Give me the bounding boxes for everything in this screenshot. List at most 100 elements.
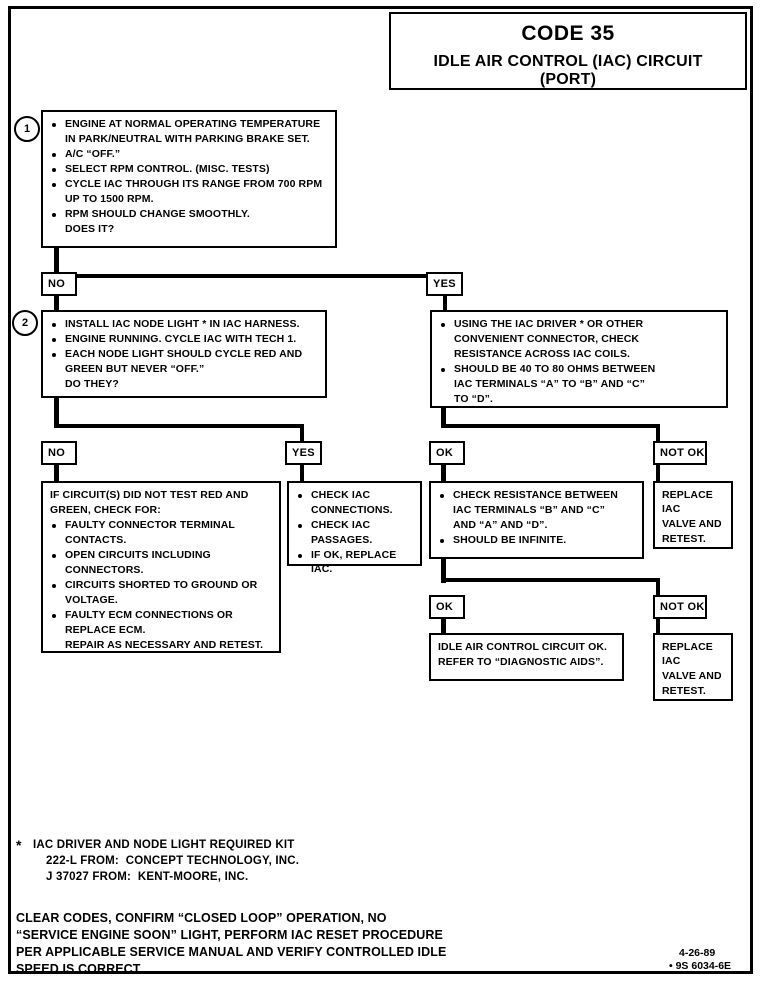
circuitfail-bullet-2-cont: CONNECTORS.: [65, 563, 144, 576]
iacdriver-bullet-1: USING THE IAC DRIVER * OR OTHER: [439, 318, 719, 332]
circuit-failure-checks-box: IF CIRCUIT(S) DID NOT TEST RED AND GREEN…: [41, 481, 281, 653]
connector-step1-horizontal: [54, 274, 447, 278]
replaceiac-bottom-line-3: RETEST.: [662, 684, 706, 697]
iacdriver-bullet-2-cont-a: IAC TERMINALS “A” TO “B” AND “C”: [454, 377, 646, 390]
page-title: CODE 35: [521, 22, 615, 45]
step1-bullet-5: RPM SHOULD CHANGE SMOOTHLY.: [50, 208, 328, 222]
idle-air-control-ok-box: IDLE AIR CONTROL CIRCUIT OK. REFER TO “D…: [429, 633, 624, 681]
replaceiac-bottom-line-2: VALVE AND: [662, 669, 722, 682]
connector-no1-to-step2: [54, 296, 59, 312]
step1-question: DOES IT?: [65, 222, 115, 235]
iacdriver-bullet-1-cont-a: CONVENIENT CONNECTOR, CHECK: [454, 332, 640, 345]
step-1-box: ENGINE AT NORMAL OPERATING TEMPERATURE I…: [41, 110, 337, 248]
replaceiac-bottom-line-1: REPLACE IAC: [662, 641, 713, 667]
checkiac-bullet-3: IF OK, REPLACE IAC.: [296, 549, 413, 577]
connector-step2-down: [54, 398, 59, 428]
step1-bullet-1-cont: IN PARK/NEUTRAL WITH PARKING BRAKE SET.: [65, 132, 310, 145]
circuitfail-tail: REPAIR AS NECESSARY AND RETEST.: [65, 638, 264, 651]
check-iac-box: CHECK IAC CONNECTIONS. CHECK IAC PASSAGE…: [287, 481, 422, 575]
circuitfail-head-1: IF CIRCUIT(S) DID NOT TEST RED AND: [50, 489, 249, 501]
connector-step2-horizontal: [54, 424, 304, 428]
checkiac-bullet-2-cont: PASSAGES.: [311, 533, 373, 546]
step-2-box: INSTALL IAC NODE LIGHT * IN IAC HARNESS.…: [41, 310, 327, 398]
connector-checkresistance-horizontal: [441, 578, 660, 582]
footer-line-2: “SERVICE ENGINE SOON” LIGHT, PERFORM IAC…: [16, 928, 443, 942]
replaceiac-top-line-3: RETEST.: [662, 532, 706, 545]
connector-step2-yes-down: [300, 424, 304, 444]
footer-line-1: CLEAR CODES, CONFIRM “CLOSED LOOP” OPERA…: [16, 911, 387, 925]
checkiac-bullet-2: CHECK IAC: [296, 519, 413, 533]
connector-iacdriver-notok-down: [656, 424, 660, 444]
connector-yes1-to-iacdriver: [443, 296, 447, 312]
connector-notok1-to-replaceiac: [656, 465, 660, 483]
footer-line-3: PER APPLICABLE SERVICE MANUAL AND VERIFY…: [16, 945, 447, 959]
iac-driver-check-box: USING THE IAC DRIVER * OR OTHER CONVENIE…: [430, 310, 728, 408]
circuitfail-bullet-4-cont: REPLACE ECM.: [65, 623, 146, 636]
document-part-number: • 9S 6034-6E: [669, 960, 732, 972]
circuitfail-bullet-4: FAULTY ECM CONNECTIONS OR: [50, 609, 272, 623]
page-subtitle-line1: IDLE AIR CONTROL (IAC) CIRCUIT: [433, 53, 703, 70]
circuitfail-head-2: GREEN, CHECK FOR:: [50, 503, 161, 516]
connector-notok2-to-replaceiac: [656, 619, 660, 635]
checkiac-bullet-1-cont: CONNECTIONS.: [311, 503, 393, 516]
footnote-star: *: [16, 837, 22, 853]
circuitfail-bullet-1: FAULTY CONNECTOR TERMINAL: [50, 519, 272, 533]
connector-iacdriver-down: [441, 408, 446, 428]
check-resistance-box: CHECK RESISTANCE BETWEEN IAC TERMINALS “…: [429, 481, 644, 559]
connector-iacdriver-horizontal: [441, 424, 660, 428]
replace-iac-valve-box-bottom: REPLACE IAC VALVE AND RETEST.: [653, 633, 733, 701]
page-border: [8, 6, 753, 974]
step2-bullet-3-cont: GREEN BUT NEVER “OFF.”: [65, 362, 205, 375]
footer-line-4: SPEED IS CORRECT.: [16, 962, 143, 976]
circuitfail-bullet-1-cont: CONTACTS.: [65, 533, 127, 546]
iacdriver-bullet-2-cont-b: TO “D”.: [454, 392, 494, 405]
decision-not-ok-1: NOT OK: [653, 441, 707, 465]
circuitok-line-2: REFER TO “DIAGNOSTIC AIDS”.: [438, 655, 604, 668]
checkiac-bullet-1: CHECK IAC: [296, 489, 413, 503]
footnote-line-2: 222-L FROM: CONCEPT TECHNOLOGY, INC.: [46, 855, 300, 867]
document-date: 4-26-89: [679, 947, 716, 959]
connector-ok1-to-checkresistance: [441, 465, 446, 483]
step1-bullet-1: ENGINE AT NORMAL OPERATING TEMPERATURE: [50, 118, 328, 132]
replace-iac-valve-box-top: REPLACE IAC VALVE AND RETEST.: [653, 481, 733, 549]
checkresistance-bullet-2: SHOULD BE INFINITE.: [438, 534, 635, 548]
step2-bullet-2: ENGINE RUNNING. CYCLE IAC WITH TECH 1.: [50, 333, 318, 347]
decision-ok-2: OK: [429, 595, 465, 619]
footnote-line-1: IAC DRIVER AND NODE LIGHT REQUIRED KIT: [33, 839, 295, 851]
step-number-1: 1: [14, 116, 40, 142]
circuitfail-bullet-2: OPEN CIRCUITS INCLUDING: [50, 549, 272, 563]
decision-yes-2: YES: [285, 441, 322, 465]
connector-checkresistance-down: [441, 559, 446, 583]
circuitok-line-1: IDLE AIR CONTROL CIRCUIT OK.: [438, 641, 608, 653]
connector-yes2-to-checkiac: [300, 465, 304, 483]
checkresistance-bullet-1-cont-a: IAC TERMINALS “B” AND “C”: [453, 503, 606, 516]
title-block: CODE 35 IDLE AIR CONTROL (IAC) CIRCUIT (…: [389, 12, 747, 90]
footnote-line-3: J 37027 FROM: KENT-MOORE, INC.: [46, 871, 249, 883]
connector-no2-to-circuitfail: [54, 465, 59, 483]
step1-bullet-2: A/C “OFF.”: [50, 148, 328, 162]
decision-no-2: NO: [41, 441, 77, 465]
connector-checkresistance-notok-down: [656, 578, 660, 598]
connector-step1-down: [54, 248, 59, 278]
decision-yes-1: YES: [426, 272, 463, 296]
replaceiac-top-line-1: REPLACE IAC: [662, 489, 713, 515]
step2-bullet-1: INSTALL IAC NODE LIGHT * IN IAC HARNESS.: [50, 318, 318, 332]
step1-bullet-4: CYCLE IAC THROUGH ITS RANGE FROM 700 RPM: [50, 178, 328, 192]
decision-not-ok-2: NOT OK: [653, 595, 707, 619]
checkresistance-bullet-1-cont-b: AND “A” AND “D”.: [453, 518, 548, 531]
circuitfail-bullet-3-cont: VOLTAGE.: [65, 593, 118, 606]
circuitfail-bullet-3: CIRCUITS SHORTED TO GROUND OR: [50, 579, 272, 593]
step1-bullet-3: SELECT RPM CONTROL. (MISC. TESTS): [50, 163, 328, 177]
iacdriver-bullet-1-cont-b: RESISTANCE ACROSS IAC COILS.: [454, 347, 631, 360]
replaceiac-top-line-2: VALVE AND: [662, 517, 722, 530]
step-number-2: 2: [12, 310, 38, 336]
checkresistance-bullet-1: CHECK RESISTANCE BETWEEN: [438, 489, 635, 503]
iacdriver-bullet-2: SHOULD BE 40 TO 80 OHMS BETWEEN: [439, 363, 719, 377]
step1-bullet-4-cont: UP TO 1500 RPM.: [65, 192, 154, 205]
connector-ok2-to-circuitok: [441, 619, 446, 635]
step2-question: DO THEY?: [65, 377, 119, 390]
page-subtitle-line2: (PORT): [539, 70, 597, 88]
step2-bullet-3: EACH NODE LIGHT SHOULD CYCLE RED AND: [50, 348, 318, 362]
decision-no-1: NO: [41, 272, 77, 296]
